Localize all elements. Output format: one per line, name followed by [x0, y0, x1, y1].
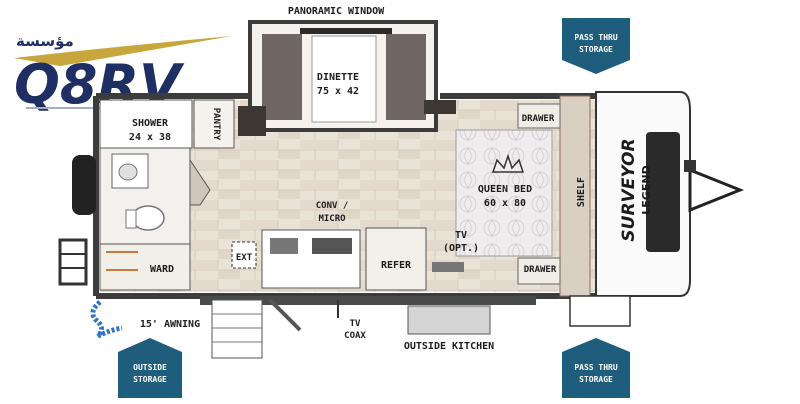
- wardrobe: [99, 243, 191, 291]
- slideout-fascia-left: [238, 106, 266, 136]
- sewer-hose-icon: [90, 300, 123, 339]
- entry-ladder: [58, 238, 88, 286]
- label-conv-line2: MICRO: [318, 214, 346, 224]
- grab-handle: [268, 298, 302, 332]
- label-queen-bed: QUEEN BED: [478, 184, 532, 195]
- badge-line1: OUTSIDE: [133, 363, 167, 372]
- label-legend-model: LEGEND: [640, 165, 653, 214]
- dinette-table: [311, 35, 377, 123]
- label-dinette-size: 75 x 42: [317, 86, 359, 97]
- entry-door-swing: [189, 158, 211, 206]
- label-bed-size: 60 x 80: [484, 198, 526, 209]
- badge-shape: [562, 338, 630, 398]
- queen-bed: [455, 129, 553, 257]
- label-conv-line1: CONV /: [316, 201, 349, 211]
- tv-mount: [432, 262, 464, 272]
- label-outside-kitchen: OUTSIDE KITCHEN: [404, 341, 494, 352]
- spare-tire-icon: [72, 155, 96, 215]
- bathroom: [58, 99, 193, 291]
- label-pantry: PANTRY: [211, 108, 221, 141]
- label-panoramic-window: PANORAMIC WINDOW: [288, 6, 385, 17]
- sink-icon: [118, 163, 138, 181]
- front-storage-bay: [569, 295, 631, 327]
- badge-pass-thru-bottom: PASS THRU STORAGE: [562, 338, 630, 398]
- shower-stall: [99, 99, 193, 149]
- label-tv-coax-1: TV: [350, 319, 361, 329]
- label-shower: SHOWER: [132, 118, 169, 129]
- stove-icon: [270, 238, 298, 254]
- dinette-bench-left: [262, 34, 302, 120]
- logo-swoosh: [14, 36, 232, 66]
- entry-steps: [211, 299, 263, 359]
- badge-shape: [562, 18, 630, 74]
- badge-line2: STORAGE: [579, 45, 613, 54]
- label-dinette: DINETTE: [317, 72, 359, 83]
- label-drawer-top: DRAWER: [522, 114, 555, 124]
- propane-tank: [684, 160, 696, 172]
- refrigerator: [365, 227, 427, 291]
- crown-icon: [491, 153, 525, 173]
- panoramic-window: [300, 28, 392, 34]
- toilet-tank: [125, 209, 137, 229]
- badge-line2: STORAGE: [579, 375, 613, 384]
- label-ext: EXT: [236, 253, 253, 263]
- extinguisher-box: [231, 241, 257, 269]
- drawer-bottom: [517, 257, 561, 285]
- badge-outside-storage: OUTSIDE STORAGE: [118, 338, 182, 398]
- kitchen: [189, 99, 464, 291]
- dinette-bench-right: [386, 34, 426, 120]
- label-tv-coax-2: COAX: [344, 331, 366, 341]
- badge-shape: [118, 338, 182, 398]
- label-shower-size: 24 x 38: [129, 132, 171, 143]
- exterior-fixtures: [211, 298, 491, 359]
- badge-line2: STORAGE: [133, 375, 167, 384]
- badge-line1: PASS THRU: [574, 363, 618, 372]
- label-awning: 15' AWNING: [140, 319, 200, 330]
- badge-line1: PASS THRU: [574, 33, 618, 42]
- awning-rail: [200, 296, 536, 305]
- outside-kitchen-unit: [407, 305, 491, 335]
- sink-double-icon: [312, 238, 352, 254]
- label-tv-opt: (OPT.): [443, 243, 479, 254]
- drawer-top: [517, 103, 561, 129]
- bedroom: [455, 103, 561, 285]
- toilet-icon: [131, 205, 165, 231]
- label-ward: WARD: [150, 264, 174, 275]
- logo-arabic-text: مؤسسة: [16, 32, 74, 50]
- a-frame-hitch: [688, 167, 745, 213]
- outer-wall: [93, 93, 598, 299]
- label-surveyor-brand: SURVEYOR: [619, 138, 639, 241]
- label-refer: REFER: [381, 260, 412, 271]
- front-shelf-cabinet: [559, 95, 591, 297]
- front-cap: [569, 91, 745, 327]
- label-drawer-bottom: DRAWER: [524, 265, 557, 275]
- front-window: [646, 132, 680, 252]
- label-tv: TV: [455, 230, 467, 241]
- pantry-cabinet: [193, 99, 235, 149]
- badge-pass-thru-top: PASS THRU STORAGE: [562, 18, 630, 74]
- label-shelf: SHELF: [576, 177, 587, 207]
- dinette-slideout: [238, 20, 456, 136]
- slideout-fascia-right: [424, 100, 456, 114]
